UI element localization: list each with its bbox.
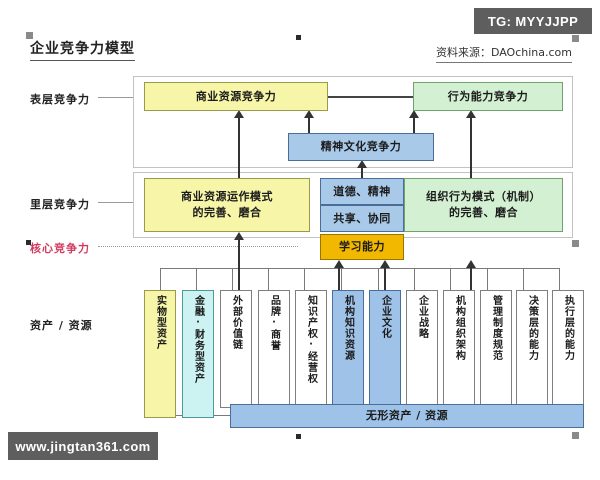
org-mode-line1: 组织行为模式（机制）	[426, 190, 541, 204]
arrowhead-behavior-right	[466, 110, 476, 118]
selection-handle-bottom-right[interactable]	[572, 432, 579, 439]
leader-surface	[98, 97, 134, 98]
tier-label-surface: 表层竞争力	[30, 93, 90, 106]
selection-handle-bottom-center[interactable]	[296, 434, 301, 439]
source-credit: 资料来源：DAOchina.com	[435, 44, 572, 63]
node-morality-spirit[interactable]: 道德、精神	[320, 178, 404, 205]
asset-bracket-stem-12	[559, 268, 560, 290]
business-mode-line2: 的完善、磨合	[192, 206, 262, 219]
asset-column-external-value-chain[interactable]: 外部价值链	[220, 290, 252, 408]
asset-column-corporate-strategy[interactable]: 企业战略	[406, 290, 438, 408]
asset-bracket-stem-9	[450, 268, 451, 290]
arrowhead-learning-left	[334, 260, 344, 268]
asset-bracket-stem-4	[268, 268, 269, 290]
connector-learning-right	[384, 266, 386, 290]
stub-financial-to-bar	[214, 415, 232, 416]
arrowhead-behavior-spirit	[409, 110, 419, 118]
tier-label-core: 核心竞争力	[30, 242, 90, 255]
connector-business-spirit	[308, 116, 310, 136]
asset-bracket-horizontal	[160, 268, 560, 269]
tier-label-inner: 里层竞争力	[30, 198, 90, 211]
asset-bracket-stem-8	[414, 268, 415, 290]
asset-column-org-structure[interactable]: 机构组织架构	[443, 290, 475, 408]
asset-column-ip-management-rights[interactable]: 知识产权·经营权	[295, 290, 327, 408]
arrowhead-learning-right	[380, 260, 390, 268]
asset-bracket-stem-6	[341, 268, 342, 290]
leader-core	[98, 246, 298, 247]
business-mode-line1: 商业资源运作模式	[181, 190, 273, 204]
telegram-watermark: TG: MYYJJPP	[474, 8, 592, 34]
connector-surface-bidirectional	[328, 96, 414, 98]
selection-handle-top-right[interactable]	[572, 35, 579, 42]
selection-handle-mid-left[interactable]	[26, 240, 31, 245]
stub-physical-to-bar	[176, 415, 182, 416]
arrowhead-business-from-assets	[234, 232, 244, 240]
asset-bracket-stem-11	[523, 268, 524, 290]
asset-bracket-stem-3	[232, 268, 233, 290]
node-business-operation-mode[interactable]: 商业资源运作模式 的完善、磨合	[144, 178, 310, 232]
node-learning-ability[interactable]: 学习能力	[320, 234, 404, 260]
node-org-behavior-mode[interactable]: 组织行为模式（机制） 的完善、磨合	[404, 178, 563, 232]
node-behavior-capability-competitiveness[interactable]: 行为能力竞争力	[413, 82, 563, 111]
node-business-resource-competitiveness[interactable]: 商业资源竞争力	[144, 82, 328, 111]
connector-behavior-right	[470, 116, 472, 200]
asset-column-brand-goodwill[interactable]: 品牌·商誉	[258, 290, 290, 408]
org-mode-line2: 的完善、磨合	[449, 206, 518, 219]
node-sharing-collaboration[interactable]: 共享、协同	[320, 205, 404, 232]
arrowhead-spirit-morality	[357, 160, 367, 168]
arrowhead-business-spirit	[304, 110, 314, 118]
asset-column-corporate-culture[interactable]: 企业文化	[369, 290, 401, 408]
connector-behavior-spirit	[413, 116, 415, 136]
intangible-assets-bar[interactable]: 无形资产 / 资源	[230, 404, 584, 428]
selection-handle-mid-right[interactable]	[572, 240, 579, 247]
leader-inner	[98, 202, 134, 203]
asset-bracket-stem-1	[160, 268, 161, 290]
asset-column-decision-capability[interactable]: 决策层的能力	[516, 290, 548, 408]
selection-handle-top-center[interactable]	[296, 35, 301, 40]
connector-learning-left	[338, 266, 340, 290]
connector-business-left	[238, 116, 240, 200]
asset-column-institutional-knowledge[interactable]: 机构知识资源	[332, 290, 364, 408]
asset-bracket-stem-5	[304, 268, 305, 290]
connector-business-from-assets	[238, 238, 240, 290]
connector-org-from-assets	[470, 266, 472, 290]
site-watermark: www.jingtan361.com	[8, 432, 158, 460]
asset-bracket-stem-7	[378, 268, 379, 290]
tier-label-assets: 资产 / 资源	[30, 319, 93, 332]
asset-column-execution-capability[interactable]: 执行层的能力	[552, 290, 584, 408]
arrowhead-org-from-assets	[466, 260, 476, 268]
asset-column-financial[interactable]: 金融·财务型资产	[182, 290, 214, 418]
selection-handle-top-left[interactable]	[26, 32, 33, 39]
asset-bracket-stem-2	[196, 268, 197, 290]
asset-column-physical[interactable]: 实物型资产	[144, 290, 176, 418]
node-spirit-culture-competitiveness[interactable]: 精神文化竞争力	[288, 133, 434, 161]
page-title: 企业竞争力模型	[30, 38, 135, 61]
asset-bracket-stem-10	[487, 268, 488, 290]
asset-column-management-rules[interactable]: 管理制度规范	[480, 290, 512, 408]
arrowhead-business-left	[234, 110, 244, 118]
